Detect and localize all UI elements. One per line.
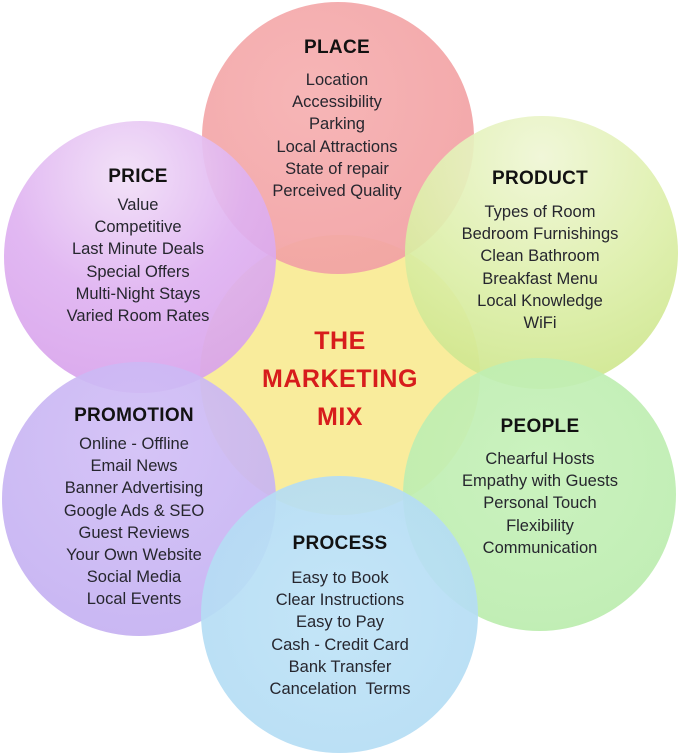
process-item: Bank Transfer [288, 657, 392, 676]
promotion-item: Email News [90, 457, 178, 476]
people-item: Communication [482, 538, 598, 557]
people-item: Chearful Hosts [485, 450, 595, 468]
price-segment: PRICE Value Competitive Last Minute Deal… [38, 166, 238, 327]
title-line-2: MARKETING [262, 365, 418, 393]
process-heading: PROCESS [292, 533, 388, 554]
title-line-1: THE [314, 327, 366, 355]
promotion-item: Banner Advertising [64, 479, 204, 498]
people-item: Empathy with Guests [462, 472, 618, 491]
product-item: WiFi [523, 314, 557, 333]
promotion-item: Your Own Website [66, 546, 202, 565]
product-item: Clean Bathroom [480, 247, 600, 266]
product-item: Local Knowledge [477, 291, 603, 310]
promotion-item: Online - Offline [79, 435, 189, 453]
price-item: Special Offers [86, 262, 190, 281]
price-heading: PRICE [108, 166, 168, 187]
people-heading: PEOPLE [500, 416, 580, 437]
process-circle [201, 476, 478, 753]
people-item: Flexibility [506, 516, 574, 535]
place-item: Accessibility [292, 93, 382, 112]
promotion-heading: PROMOTION [74, 405, 194, 426]
price-item: Value [117, 196, 159, 214]
people-segment: PEOPLE Chearful Hosts Empathy with Guest… [440, 416, 640, 559]
product-segment: PRODUCT Types of Room Bedroom Furnishing… [440, 168, 640, 334]
product-item: Types of Room [484, 203, 596, 221]
product-heading: PRODUCT [491, 168, 589, 189]
product-item: Breakfast Menu [482, 269, 598, 288]
place-item: Parking [309, 115, 365, 134]
place-heading: PLACE [304, 37, 370, 58]
place-item: Perceived Quality [272, 182, 402, 201]
diagram-title: THE MARKETING MIX [230, 322, 450, 436]
price-item: Last Minute Deals [71, 240, 205, 259]
promotion-item: Social Media [86, 568, 182, 587]
price-item: Varied Room Rates [66, 307, 210, 326]
process-item: Cash - Credit Card [271, 635, 409, 654]
people-item: Personal Touch [483, 494, 597, 513]
title-line-3: MIX [317, 403, 363, 431]
process-item: Easy to Pay [295, 613, 385, 632]
place-item: Location [305, 71, 369, 89]
price-item: Competitive [94, 218, 182, 237]
price-item: Multi-Night Stays [75, 284, 201, 303]
promotion-item: Local Events [86, 590, 182, 609]
process-segment: PROCESS Easy to Book Clear Instructions … [240, 533, 440, 700]
price-circle [4, 121, 276, 393]
product-item: Bedroom Furnishings [461, 225, 619, 244]
promotion-item: Guest Reviews [78, 523, 190, 542]
promotion-item: Google Ads & SEO [63, 501, 205, 520]
place-item: Local Attractions [276, 137, 398, 156]
place-item: State of repair [285, 159, 389, 178]
process-item: Cancelation Terms [269, 680, 411, 699]
product-circle [405, 116, 678, 389]
process-item: Easy to Book [291, 569, 389, 587]
place-segment: PLACE Location Accessibility Parking Loc… [237, 37, 437, 202]
process-item: Clear Instructions [275, 591, 405, 610]
promotion-segment: PROMOTION Online - Offline Email News Ba… [34, 405, 234, 611]
